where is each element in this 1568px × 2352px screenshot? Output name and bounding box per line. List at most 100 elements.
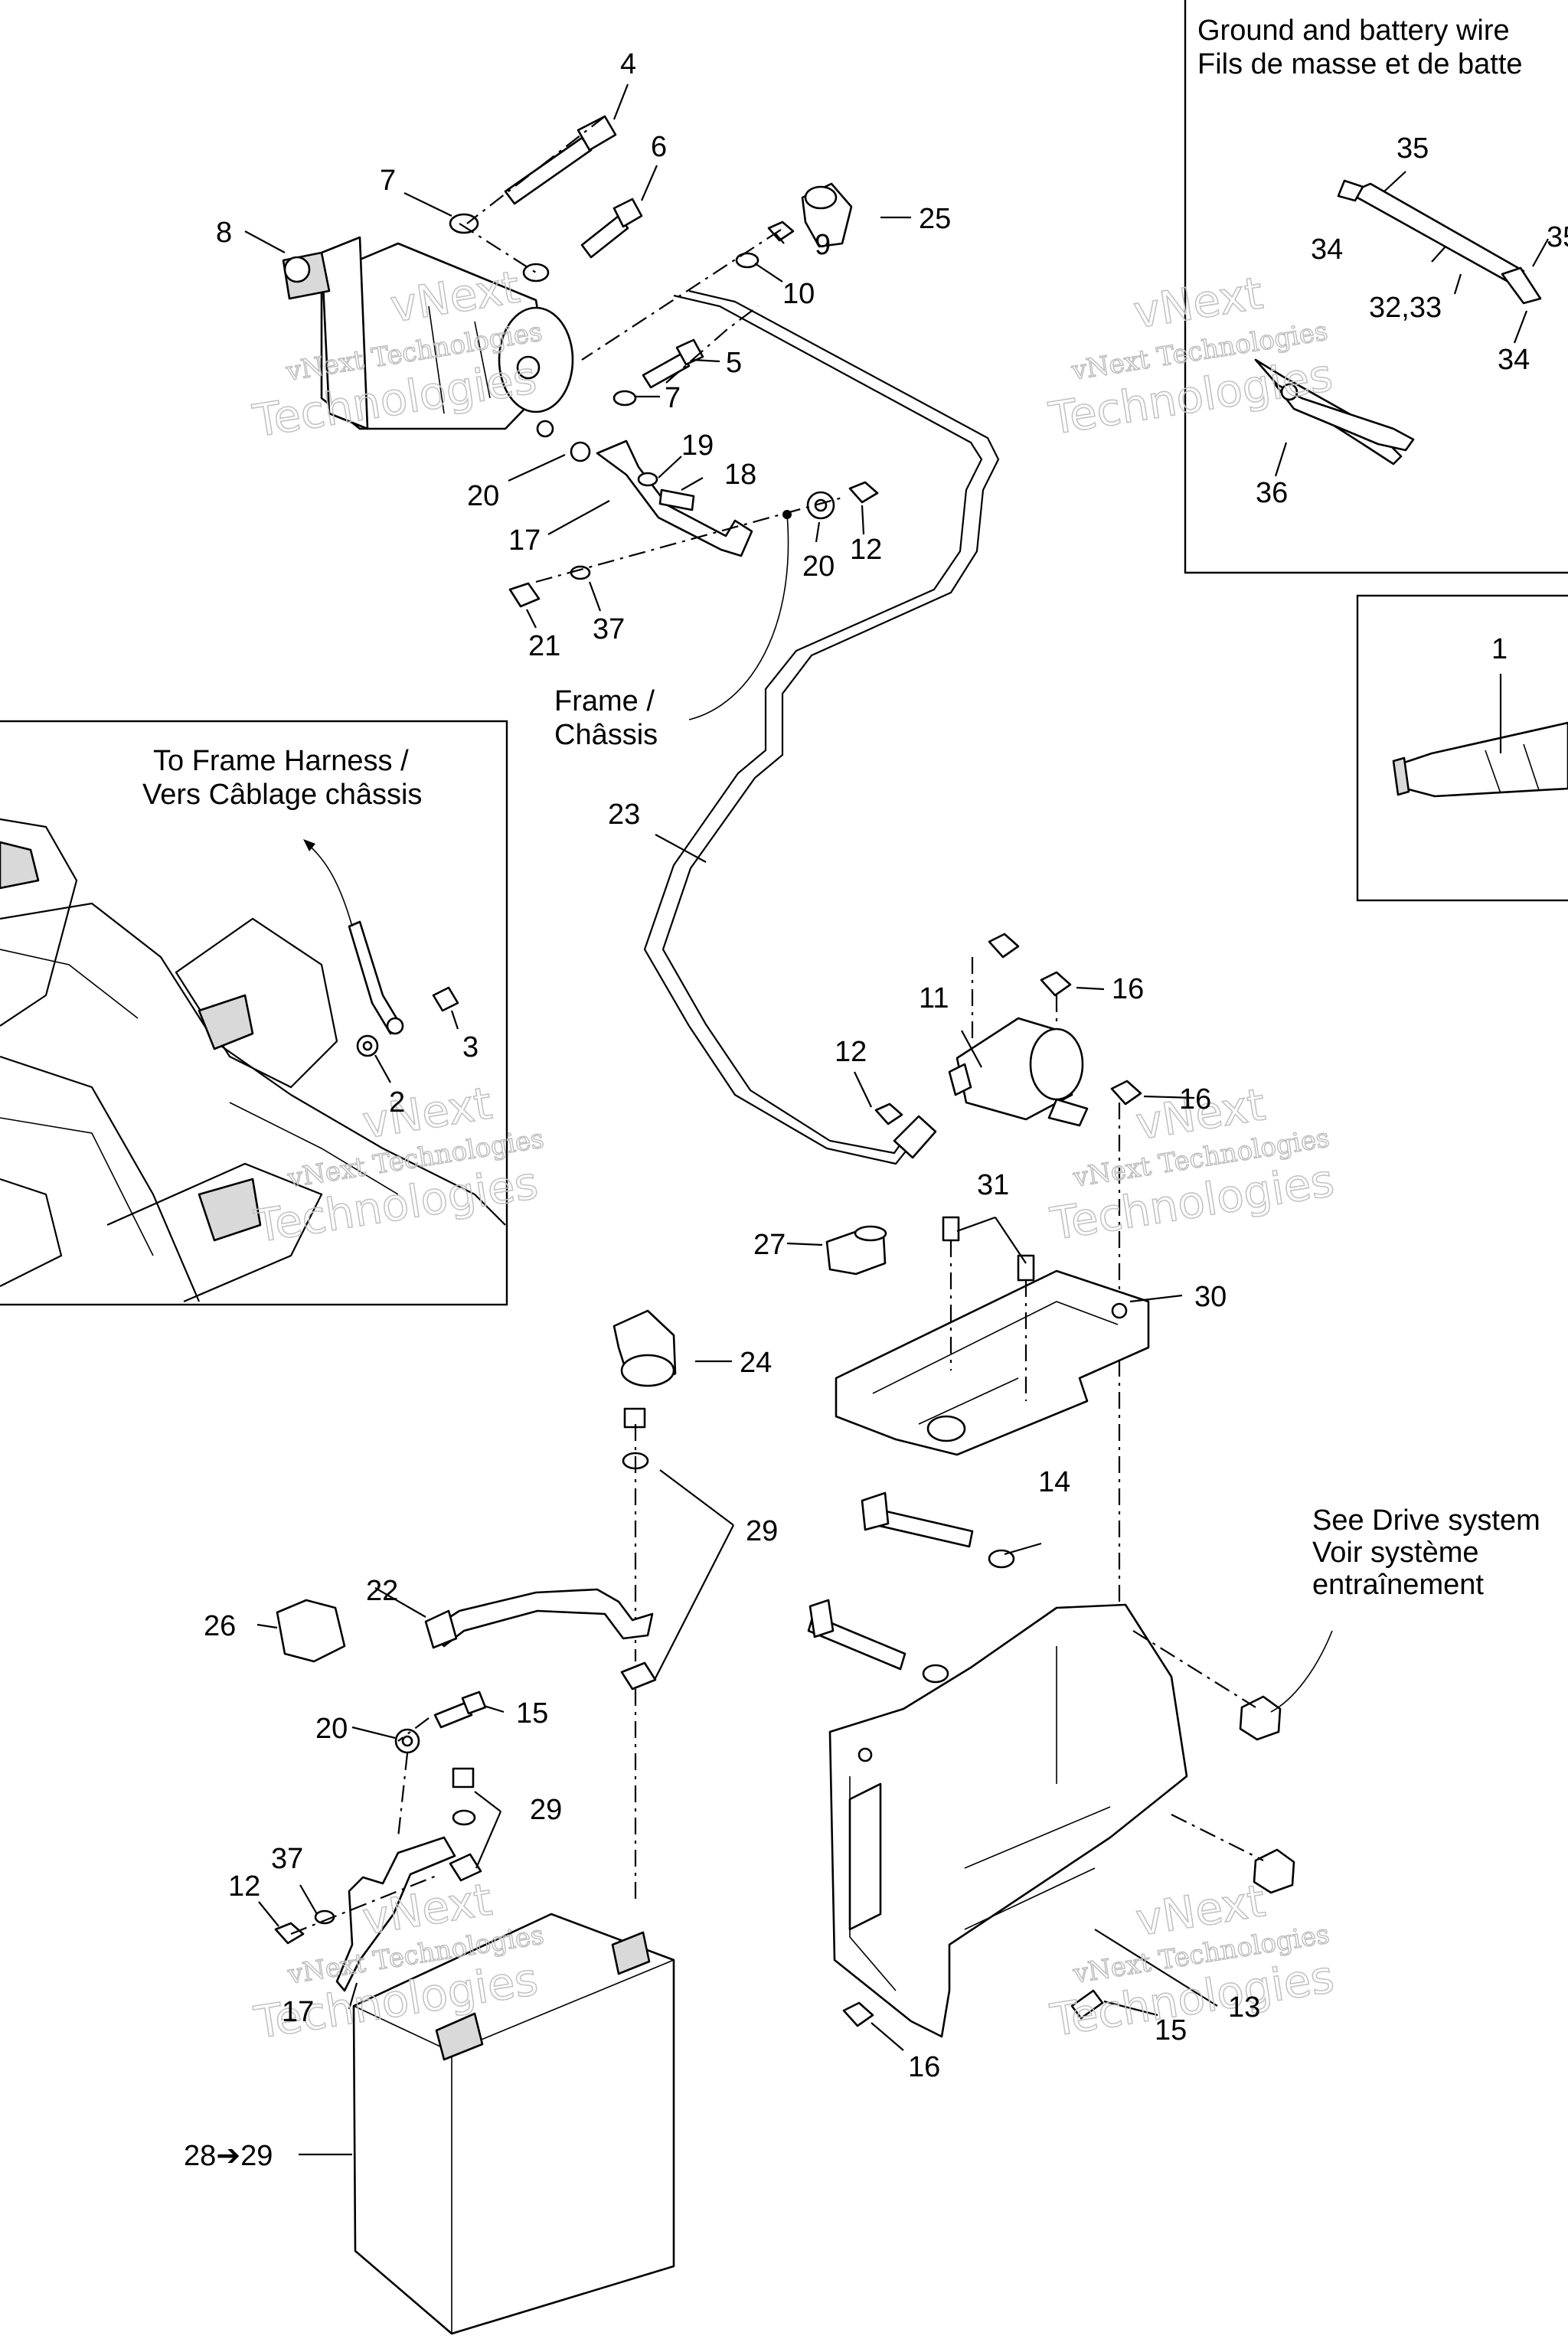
nut-16-bracket	[1110, 1080, 1142, 1106]
frame-ground-dot	[782, 510, 792, 519]
callout-label: 18	[724, 459, 756, 491]
battery-ground-axis	[290, 1717, 437, 1936]
bolt-5	[642, 338, 704, 389]
callout-label: 22	[366, 1575, 398, 1607]
bolt-15-tray	[1070, 1989, 1104, 2020]
frame-note-en: Frame /	[554, 685, 655, 717]
callout-label: 4	[620, 48, 636, 80]
ground-wire-title-fr: Fils de masse et de batte	[1197, 48, 1523, 80]
nut-16-right	[1040, 971, 1072, 997]
callout-label: 16	[1179, 1083, 1211, 1116]
tray-axis-lines	[1132, 1630, 1264, 1861]
callout-label: 20	[315, 1713, 348, 1745]
callout-label: 12	[850, 534, 882, 566]
callout-label: 12	[228, 1870, 260, 1903]
callout-label: 36	[1256, 477, 1288, 509]
terminal-cap-27	[825, 1225, 887, 1276]
callout-label: 3	[462, 1031, 479, 1063]
callout-label: 35	[1396, 132, 1429, 165]
callout-label: 13	[1228, 1991, 1260, 2024]
rubber-mount-upper	[1239, 1695, 1282, 1741]
callout-label: 7	[380, 165, 396, 197]
nut-12-top	[848, 481, 879, 504]
washer-7-top	[449, 213, 479, 234]
watermark-top-right: vNext vNext Technologies Technologies	[1044, 266, 1336, 446]
callout-label: 11	[919, 982, 949, 1014]
callout-label: 25	[919, 203, 951, 235]
callout-label: 30	[1194, 1281, 1227, 1313]
watermark-bottom-right: vNext vNext Technologies Technologies	[1046, 1873, 1338, 2047]
callout-labels: 4 6 7 8 25 9 10 5 7 19 18 20 17 12 20 21…	[184, 48, 1568, 2172]
callout-label: 7	[665, 382, 681, 414]
bolt-6	[580, 198, 643, 259]
battery-bracket-30	[835, 1269, 1150, 1456]
callout-label: 21	[528, 630, 560, 662]
callout-leaders	[244, 83, 1549, 2156]
nut-9-washer-10	[735, 220, 795, 269]
callout-label: 26	[204, 1610, 236, 1642]
cable-17-battery	[335, 1836, 456, 1992]
callout-label: 15	[516, 1697, 548, 1730]
cable-17-top	[596, 439, 753, 557]
washer-7-lower	[612, 390, 637, 407]
nut-16-upper	[988, 933, 1020, 959]
callout-label: 1	[1491, 633, 1508, 665]
callout-label: 15	[1155, 2014, 1187, 2047]
callout-label: 20	[467, 480, 499, 512]
bolts-and-washers-14	[807, 1491, 1015, 1684]
callout-label: 29	[530, 1794, 562, 1826]
starter-motor	[282, 236, 574, 438]
star-washer-20	[806, 491, 835, 520]
callout-label: 32,33	[1369, 292, 1442, 324]
pin-axis-lines	[949, 1240, 1027, 1401]
bolt-3	[432, 986, 459, 1012]
ground-strap	[348, 920, 404, 1035]
grease-tube-inset-frame	[1356, 594, 1568, 902]
callout-label: 35	[1547, 221, 1568, 253]
frame-harness-note-fr: Vers Câblage châssis	[142, 779, 422, 811]
callout-label: 8	[216, 217, 232, 249]
rubber-mount-lower	[1253, 1848, 1295, 1894]
crimp-tool-36	[1254, 358, 1415, 466]
drive-system-leader	[1270, 1630, 1333, 1713]
cap-24	[612, 1309, 677, 1387]
boot-25	[801, 182, 853, 248]
ground-wire-inset-frame	[1184, 0, 1568, 574]
solenoid-11	[948, 1017, 1089, 1127]
nut-12-battery	[274, 1922, 305, 1945]
nut-12-solenoid	[874, 1102, 903, 1125]
frame-harness-inset-frame	[0, 720, 508, 1306]
frame-harness-arrowhead	[303, 839, 315, 851]
lockwasher-20-top	[570, 441, 591, 462]
battery-tray-13	[828, 1603, 1188, 2038]
boot-26	[276, 1599, 346, 1663]
cable-22	[424, 1588, 654, 1649]
callout-label: 16	[1112, 973, 1144, 1005]
hardware-29-lower	[449, 1767, 482, 1882]
callout-label: 16	[908, 2051, 940, 2083]
callout-label: 37	[271, 1843, 303, 1875]
bolt-21-washer-37	[508, 565, 591, 608]
star-washer-2	[356, 1034, 379, 1057]
battery-28	[352, 1913, 675, 2335]
starter-axis-lines	[459, 116, 843, 583]
callout-label: 17	[282, 1996, 314, 2028]
callout-label: 29	[746, 1515, 778, 1547]
battery-cable-23	[643, 289, 1000, 1165]
callout-label: 5	[726, 347, 742, 379]
callout-label: 37	[593, 613, 625, 645]
callout-label: 17	[508, 524, 541, 557]
callout-label: 31	[977, 1169, 1009, 1201]
hardware-29-top	[620, 1407, 657, 1690]
bolt-4	[504, 115, 617, 205]
frame-harness-leader	[305, 841, 353, 927]
callout-label: 27	[753, 1229, 786, 1261]
frame-ground-leader	[688, 514, 789, 720]
callout-label: 14	[1038, 1466, 1070, 1498]
callout-label: 19	[681, 430, 714, 462]
solenoid-axis-lines	[971, 957, 1121, 1623]
callout-label: 34	[1311, 234, 1343, 266]
callout-label: 24	[740, 1347, 772, 1379]
ground-wire-32-33	[1337, 179, 1542, 305]
